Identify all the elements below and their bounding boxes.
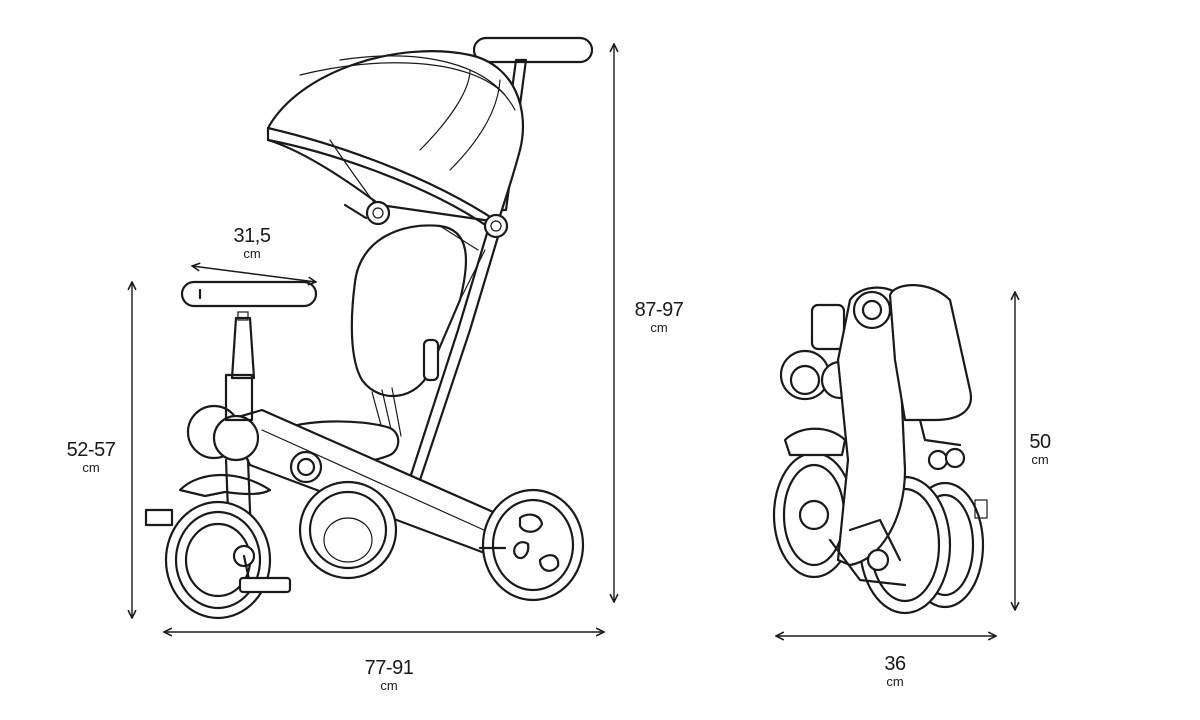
label-total-height-value: 87-97	[634, 299, 684, 321]
label-total-length-unit: cm	[380, 678, 398, 693]
label-seat-handle-height: 52-57 cm	[58, 440, 124, 474]
label-total-height: 87-97 cm	[626, 300, 692, 334]
label-folded-height-value: 50	[1029, 431, 1051, 453]
label-total-length-value: 77-91	[364, 657, 414, 679]
label-handle-width: 31,5 cm	[226, 226, 278, 260]
label-folded-width-value: 36	[884, 653, 906, 675]
folded-tricycle-drawing	[772, 284, 988, 615]
label-folded-height-unit: cm	[1031, 452, 1049, 467]
label-handle-width-unit: cm	[243, 246, 261, 261]
label-folded-width: 36 cm	[868, 654, 922, 688]
label-folded-width-unit: cm	[886, 674, 904, 689]
dimension-lines	[132, 44, 1015, 636]
label-folded-height: 50 cm	[1020, 432, 1060, 466]
dim-line-handle-width	[192, 266, 316, 282]
unfolded-tricycle-drawing	[144, 36, 594, 620]
label-handle-width-value: 31,5	[233, 225, 271, 247]
label-total-height-unit: cm	[650, 320, 668, 335]
label-seat-handle-height-unit: cm	[82, 460, 100, 475]
label-total-length: 77-91 cm	[356, 658, 422, 692]
label-seat-handle-height-value: 52-57	[66, 439, 116, 461]
